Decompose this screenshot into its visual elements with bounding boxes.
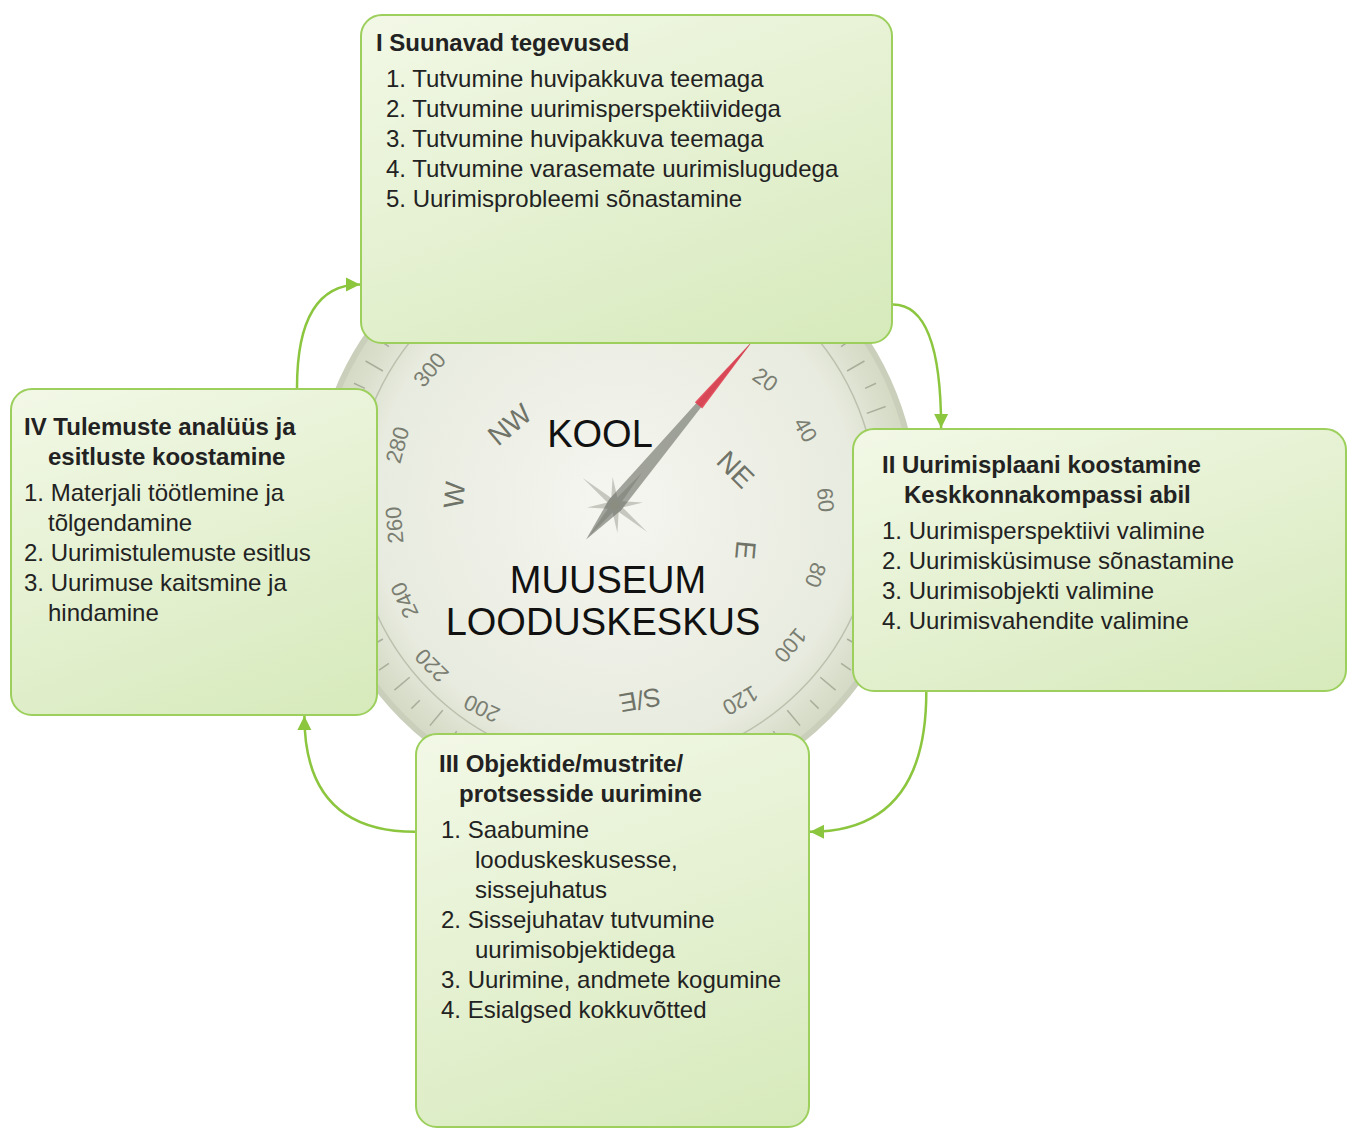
stage-step: 1. Materjali töötlemine ja tõlgendamine	[24, 478, 366, 538]
stage-step: 4. Tutvumine varasemate uurimislugudega	[376, 154, 881, 184]
stage-step: 1. Tutvumine huvipakkuva teemaga	[376, 64, 881, 94]
compass-tick	[787, 710, 800, 725]
compass-tick	[379, 663, 389, 670]
stage-step: 3. Uurimuse kaitsmine ja hindamine	[24, 568, 366, 628]
stage-box: IV Tulemuste analüüs ja esitluste koosta…	[10, 388, 378, 716]
stage-step: 4. Esialgsed kokkuvõtted	[439, 995, 798, 1025]
compass-tick	[865, 383, 876, 388]
stage-heading: I Suunavad tegevused	[376, 28, 881, 58]
stage-box: I Suunavad tegevused 1. Tutvumine huvipak…	[360, 14, 893, 344]
compass-marking: 60	[813, 487, 837, 513]
needle-tip	[695, 337, 757, 408]
stage-step: 3. Tutvumine huvipakkuva teemaga	[376, 124, 881, 154]
stage-step: 1. Uurimisperspektiivi valimine	[882, 516, 1335, 546]
cycle-arrow	[297, 285, 360, 388]
stage-step: 5. Uurimisprobleemi sõnastamine	[376, 184, 881, 214]
place-label: LOODUSKESKUS	[446, 603, 761, 641]
compass-tick	[430, 710, 443, 725]
stage-step: 2. Uurimisküsimuse sõnastamine	[882, 546, 1335, 576]
compass-tick	[394, 677, 409, 690]
stage-step: 2. Uurimistulemuste esitlus	[24, 538, 366, 568]
stage-box: III Objektide/mustrite/ protsesside uuri…	[415, 733, 810, 1128]
compass-marking: E	[730, 539, 760, 560]
stage-step: 3. Uurimine, andmete kogumine	[439, 965, 798, 995]
compass-tick	[366, 361, 383, 371]
stage-box: II Uurimisplaani koostamine Keskkonnakom…	[852, 428, 1347, 692]
place-label: KOOL	[547, 415, 653, 453]
compass-tick	[867, 406, 886, 413]
stage-step: 1. Saabumine looduskeskusesse, sissejuha…	[439, 815, 798, 905]
stage-step: 2. Tutvumine uurimisperspektiividega	[376, 94, 881, 124]
compass-tick	[820, 677, 835, 690]
compass-marking: 260	[382, 506, 407, 544]
compass-marking: W	[440, 481, 470, 510]
stage-step: 3. Uurimisobjekti valimine	[882, 576, 1335, 606]
compass-marking: S/E	[617, 684, 663, 717]
compass-tick	[411, 700, 419, 708]
cycle-arrow	[810, 692, 926, 832]
stage-heading: III Objektide/mustrite/ protsesside uuri…	[439, 749, 798, 809]
cycle-arrow	[893, 304, 941, 428]
stage-heading: II Uurimisplaani koostamine Keskkonnakom…	[882, 450, 1335, 510]
compass-tick	[847, 361, 864, 371]
stage-step: 2. Sissejuhatav tutvumine uurimisobjekti…	[439, 905, 798, 965]
needle-pivot	[608, 498, 622, 512]
cycle-arrow	[304, 716, 415, 832]
stage-step: 4. Uurimisvahendite valimine	[882, 606, 1335, 636]
compass-tick	[810, 700, 818, 708]
stage-heading: IV Tulemuste analüüs ja esitluste koosta…	[24, 412, 366, 472]
compass-tick	[841, 663, 851, 670]
place-label: MUUSEUM	[510, 561, 706, 599]
